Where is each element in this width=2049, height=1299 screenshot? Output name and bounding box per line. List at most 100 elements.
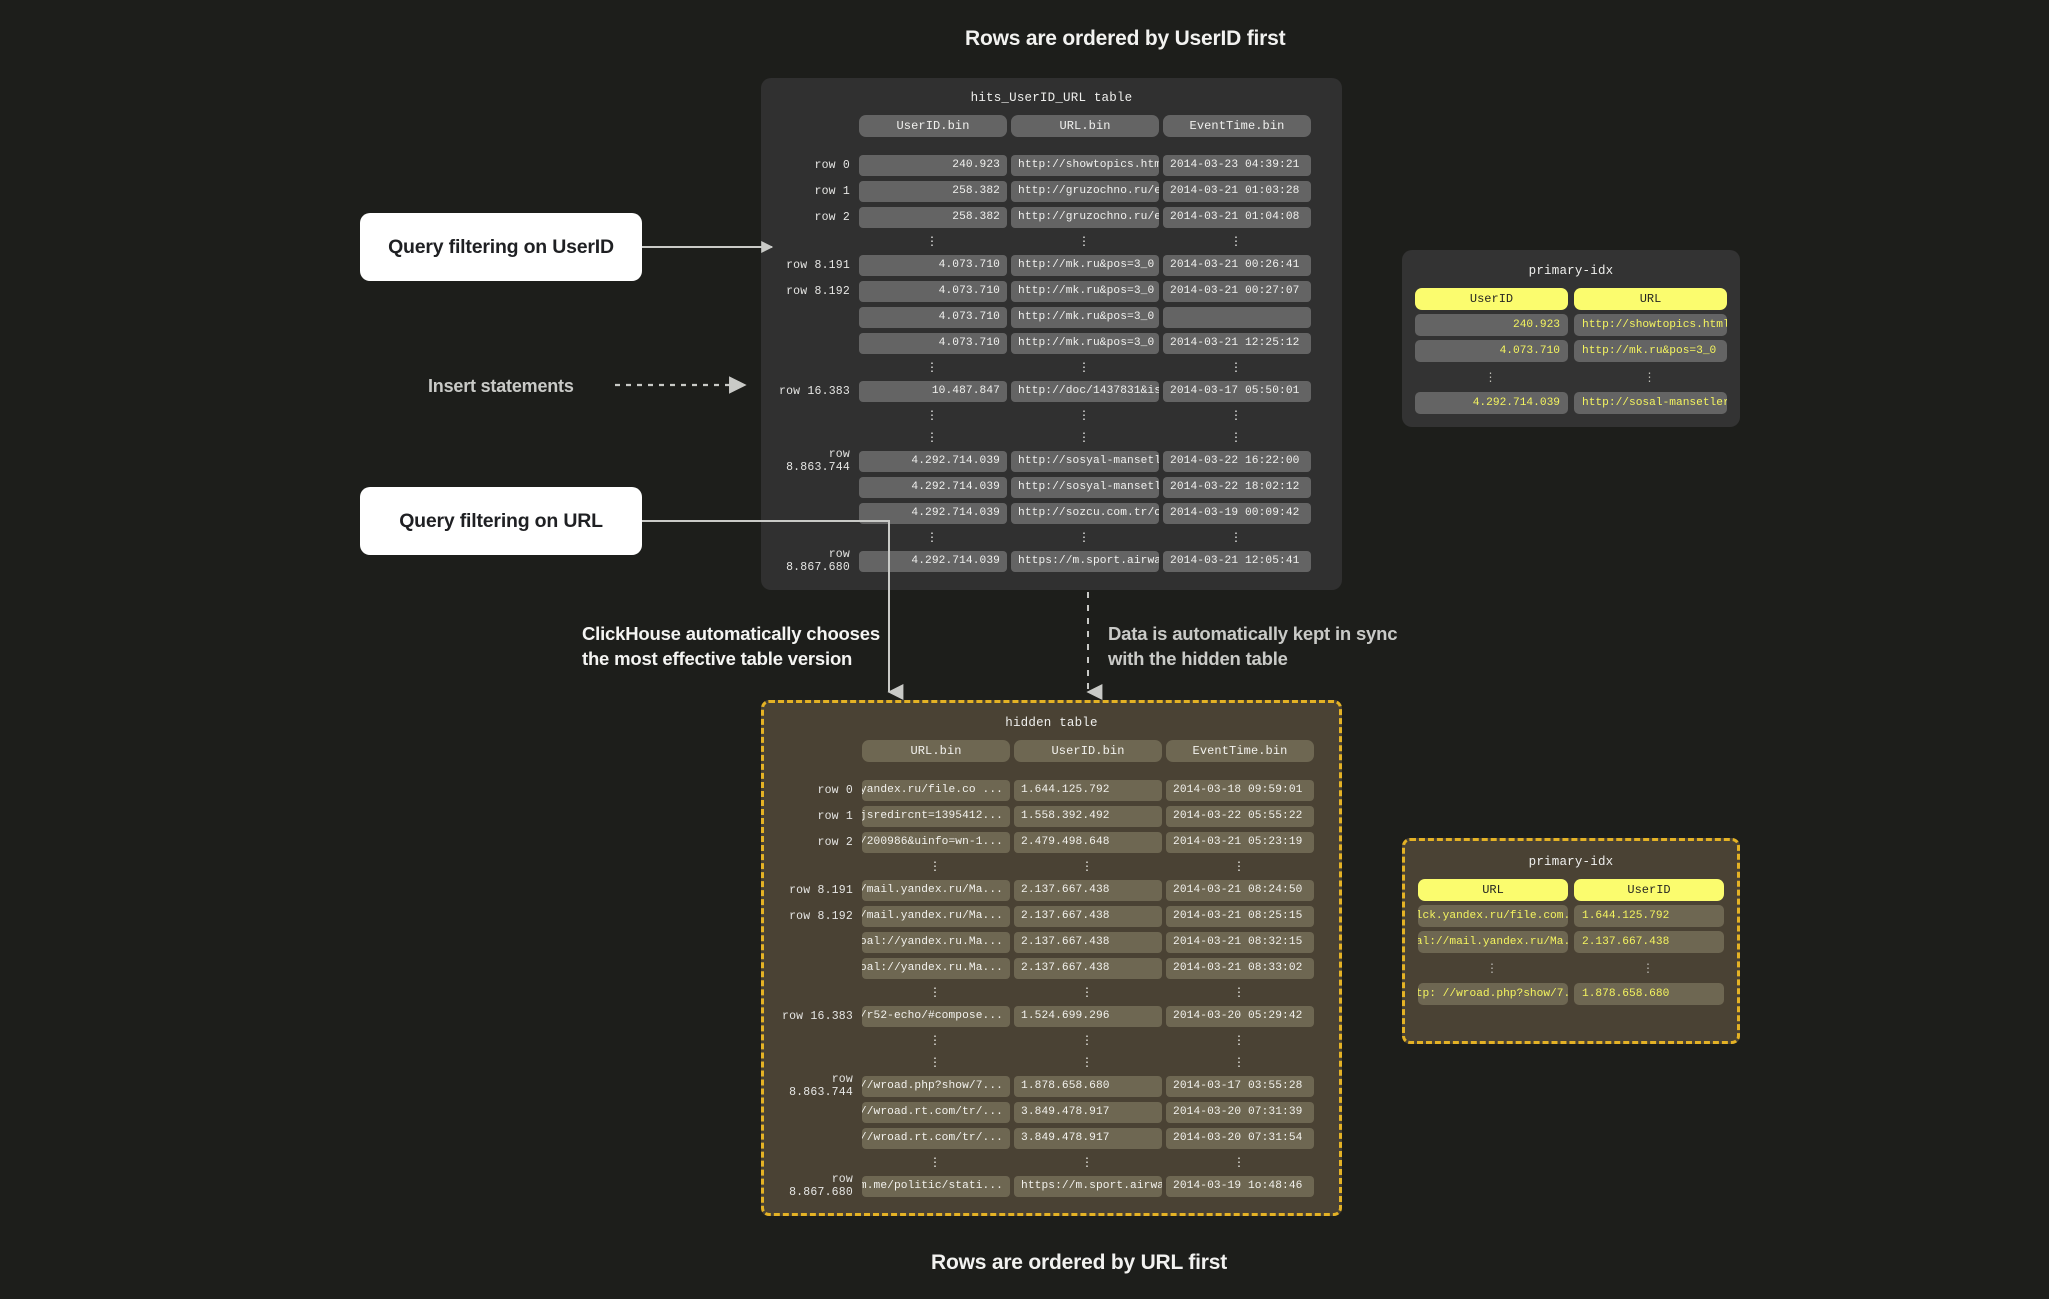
ellipsis-marker: ⋮ [929,1033,943,1048]
annotation-kept-in-sync: Data is automatically kept in sync with … [1108,623,1398,669]
table-row-ellipsis: ⋮⋮⋮ [764,1029,1339,1051]
idx-cell: http: //wroad.php?show/7... [1418,983,1568,1005]
table-cell: 2014-03-17 03:55:28 [1166,1075,1314,1097]
table-cell [1163,306,1311,328]
table-cell: 2014-03-21 12:05:41 [1163,550,1311,572]
table-cell: 2014-03-21 08:24:50 [1166,879,1314,901]
column-header-1[interactable]: URL.bin [862,740,1010,762]
table-cell: 3.849.478.917 [1014,1127,1162,1149]
table-cell: 2014-03-21 00:27:07 [1163,280,1311,302]
column-header-3[interactable]: EventTime.bin [1163,115,1311,137]
table-cell: 4.073.710 [859,280,1007,302]
row-label: row 2 [817,835,853,849]
table-cell: 3.849.478.917 [1014,1101,1162,1123]
table-row: row 8.863.744http://wroad.php?show/7...1… [764,1073,1339,1099]
ellipsis-marker: ⋮ [1078,530,1092,545]
table-cell: https://m.sport.airway/? [1011,550,1159,572]
table-cell: http://mk.ru&pos=3_0 [1011,306,1159,328]
table-cell: http://wroad.php?show/7... [862,1075,1010,1097]
ellipsis-marker: ⋮ [929,985,943,1000]
header-spacer [761,139,1342,152]
idx-cell: 4.073.710 [1415,340,1568,362]
row-label: row 8.191 [786,258,850,272]
table-row: row 8.192goal://mail.yandex.ru/Ma...2.13… [764,903,1339,929]
idx-bottom-grid: URLUserID/clck.yandex.ru/file.com...1.64… [1405,869,1737,1005]
ellipsis-marker: ⋮ [1643,370,1658,385]
idx-column-header-1[interactable]: URL [1418,879,1568,901]
table-cell: 2014-03-23 04:39:21 [1163,154,1311,176]
main-table-title: hits_UserID_URL table [970,91,1133,105]
idx-row: goal://mail.yandex.ru/Ma...2.137.667.438 [1418,931,1724,953]
idx-column-header-1[interactable]: UserID [1415,288,1568,310]
table-row-ellipsis: ⋮⋮⋮ [764,1151,1339,1173]
column-header-2[interactable]: URL.bin [1011,115,1159,137]
table-cell: 2.137.667.438 [1014,879,1162,901]
table-cell: 2014-03-17 05:50:01 [1163,380,1311,402]
ellipsis-marker: ⋮ [926,234,940,249]
table-cell: http://sosyal-mansetleri... [1011,476,1159,498]
ellipsis-marker: ⋮ [1081,985,1095,1000]
idx-header-row: URL UserID [1418,879,1724,901]
table-cell: goal://r52-echo/#compose... [862,1005,1010,1027]
table-row: http://wroad.rt.com/tr/...3.849.478.9172… [764,1125,1339,1151]
idx-cell: http://showtopics.html%3... [1574,314,1727,336]
table-cell: http://mk.ru&pos=3_0 [1011,254,1159,276]
column-header-3[interactable]: EventTime.bin [1166,740,1314,762]
table-cell: 2.137.667.438 [1014,957,1162,979]
idx-column-header-2[interactable]: UserID [1574,879,1724,901]
row-label: row 8.191 [789,883,853,897]
table-cell: 2.137.667.438 [1014,931,1162,953]
idx-bottom-title: primary-idx [1528,855,1614,869]
table-cell: 1.644.125.792 [1014,779,1162,801]
table-cell: 2014-03-21 05:23:19 [1166,831,1314,853]
table-cell: res://m.me/politic/stati... [862,1175,1010,1197]
table-row: row 1258.382http://gruzochno.ru/ekat...2… [761,178,1342,204]
table-cell: 1.524.699.296 [1014,1005,1162,1027]
table-cell: 258.382 [859,206,1007,228]
ellipsis-marker: ⋮ [1081,1055,1095,1070]
table-cell: 2014-03-21 00:26:41 [1163,254,1311,276]
row-label: row 0 [814,158,850,172]
table-cell: http://gruzochno.ru/ekat... [1011,206,1159,228]
ellipsis-marker: ⋮ [1233,859,1247,874]
table-row: row 2goal://200986&uinfo=wn-1...2.479.49… [764,829,1339,855]
table-row-ellipsis: ⋮⋮⋮ [761,526,1342,548]
ellipsis-marker: ⋮ [1081,1033,1095,1048]
table-cell: 2014-03-21 01:04:08 [1163,206,1311,228]
column-header-2[interactable]: UserID.bin [1014,740,1162,762]
ellipsis-marker: ⋮ [1230,408,1244,423]
table-cell: 10.487.847 [859,380,1007,402]
table-cell: http://sozcu.com.tr/oaut [1011,502,1159,524]
table-cell: http://mk.ru&pos=3_0 [1011,332,1159,354]
table-cell: goal://yandex.ru.Ma... [862,931,1010,953]
table-cell: 4.073.710 [859,254,1007,276]
row-label: row 0 [817,783,853,797]
table-cell: /click.yandex.ru/file.co ... [862,779,1010,801]
table-cell: 2014-03-18 09:59:01 [1166,779,1314,801]
idx-row: http: //wroad.php?show/7...1.878.658.680 [1418,983,1724,1005]
table-cell: http://gruzochno.ru/ekat... [1011,180,1159,202]
table-cell: http://showtopics.html%3... [1011,154,1159,176]
column-header-1[interactable]: UserID.bin [859,115,1007,137]
ellipsis-marker: ⋮ [1078,408,1092,423]
table-cell: 2014-03-20 07:31:39 [1166,1101,1314,1123]
ellipsis-marker: ⋮ [1233,1155,1247,1170]
ellipsis-marker: ⋮ [1233,1055,1247,1070]
table-cell: http://sosyal-mansetleri... [1011,450,1159,472]
ellipsis-marker: ⋮ [926,408,940,423]
table-row-ellipsis: ⋮⋮⋮ [764,855,1339,877]
row-label: row 1 [817,809,853,823]
table-cell: 2014-03-21 08:25:15 [1166,905,1314,927]
row-label: row 1 [814,184,850,198]
idx-column-header-2[interactable]: URL [1574,288,1727,310]
table-row-ellipsis: ⋮⋮⋮ [761,426,1342,448]
table-cell: 4.292.714.039 [859,550,1007,572]
ellipsis-marker: ⋮ [929,1155,943,1170]
table-cell: 2014-03-21 01:03:28 [1163,180,1311,202]
ellipsis-marker: ⋮ [1230,530,1244,545]
table-cell: 4.292.714.039 [859,450,1007,472]
